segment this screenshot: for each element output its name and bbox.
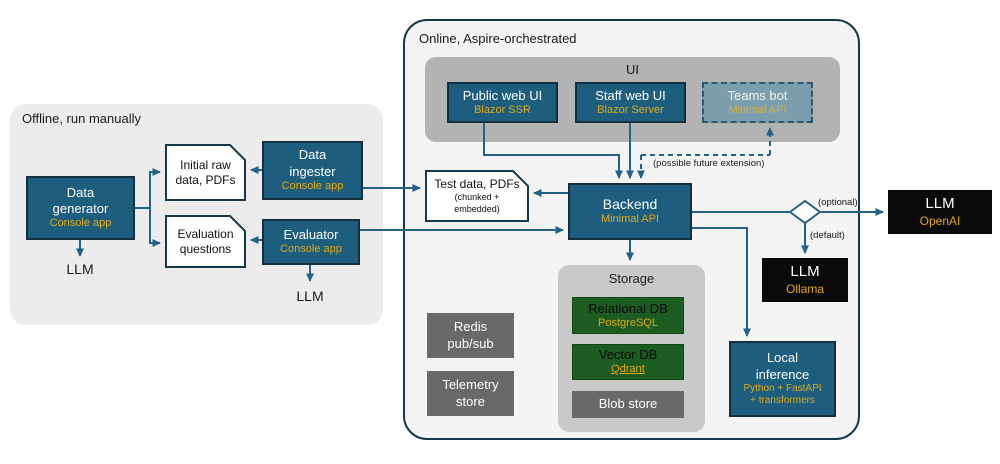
relational-db-subtitle: PostgreSQL (598, 316, 658, 329)
annotation-future-extension: (possible future extension) (653, 158, 765, 169)
test-data-label: Test data, PDFs (434, 176, 520, 191)
staff-web-ui-subtitle: Blazor Server (597, 103, 664, 116)
relational-db-title: Relational DB (588, 300, 668, 316)
llm-openai-subtitle: OpenAI (919, 213, 961, 228)
evaluation-questions-doc: Evaluation questions (165, 215, 246, 268)
data-generator-title: Data generator (52, 184, 109, 217)
staff-web-ui-title: Staff web UI (595, 87, 666, 103)
initial-raw-data-label: Initial raw data, PDFs (175, 157, 236, 187)
evaluator-node: Evaluator Console app (262, 219, 360, 265)
redis-pubsub-node: Redis pub/sub (427, 313, 514, 358)
llm-label-generator: LLM (66, 261, 94, 277)
storage-group-label: Storage (608, 271, 655, 286)
redis-pubsub-label: Redis pub/sub (447, 319, 494, 351)
data-ingester-title: Data ingester (289, 147, 336, 179)
telemetry-store-label: Telemetry store (442, 377, 499, 409)
document-shape-icon (165, 215, 246, 268)
relational-db-node: Relational DB PostgreSQL (572, 297, 684, 334)
llm-label-evaluator: LLM (296, 288, 324, 304)
test-data-doc: Test data, PDFs (chunked + embedded) (425, 170, 529, 222)
blob-store-node: Blob store (572, 391, 684, 418)
data-ingester-node: Data ingester Console app (262, 141, 363, 200)
online-panel-title: Online, Aspire-orchestrated (419, 31, 577, 46)
annotation-optional: (optional) (818, 197, 858, 208)
data-ingester-subtitle: Console app (281, 179, 344, 192)
local-inference-title: Local inference (755, 350, 810, 382)
backend-title: Backend (602, 195, 658, 212)
llm-ollama-node: LLM Ollama (762, 258, 848, 302)
evaluation-questions-label: Evaluation questions (177, 226, 234, 256)
offline-panel-title: Offline, run manually (22, 111, 141, 126)
ui-group-label: UI (626, 62, 639, 77)
public-web-ui-subtitle: Blazor SSR (474, 103, 531, 116)
initial-raw-data-doc: Initial raw data, PDFs (165, 144, 246, 201)
vector-db-subtitle-link[interactable]: Qdrant (611, 363, 645, 376)
evaluator-title: Evaluator (283, 227, 339, 242)
backend-node: Backend Minimal API (568, 183, 692, 240)
telemetry-store-node: Telemetry store (427, 371, 514, 416)
teams-bot-subtitle: Minimal API (728, 103, 787, 116)
llm-openai-node: LLM OpenAI (888, 190, 992, 234)
annotation-default: (default) (810, 230, 845, 241)
local-inference-subtitle: Python + FastAPI + transformers (743, 382, 822, 407)
test-data-note: (chunked + embedded) (454, 191, 500, 214)
teams-bot-title: Teams bot (727, 87, 788, 103)
data-generator-subtitle: Console app (49, 217, 112, 230)
llm-ollama-subtitle: Ollama (785, 281, 824, 296)
backend-subtitle: Minimal API (600, 213, 660, 226)
llm-openai-title: LLM (925, 195, 955, 213)
llm-ollama-title: LLM (790, 263, 820, 281)
document-shape-icon (165, 144, 246, 201)
local-inference-node: Local inference Python + FastAPI + trans… (729, 341, 836, 417)
teams-bot-node: Teams bot Minimal API (702, 82, 813, 123)
data-generator-node: Data generator Console app (26, 176, 135, 240)
vector-db-node: Vector DB Qdrant (572, 344, 684, 380)
blob-store-title: Blob store (598, 396, 658, 412)
vector-db-title: Vector DB (598, 347, 658, 362)
public-web-ui-title: Public web UI (462, 87, 543, 103)
staff-web-ui-node: Staff web UI Blazor Server (575, 82, 686, 123)
evaluator-subtitle: Console app (280, 243, 342, 256)
public-web-ui-node: Public web UI Blazor SSR (447, 82, 558, 123)
